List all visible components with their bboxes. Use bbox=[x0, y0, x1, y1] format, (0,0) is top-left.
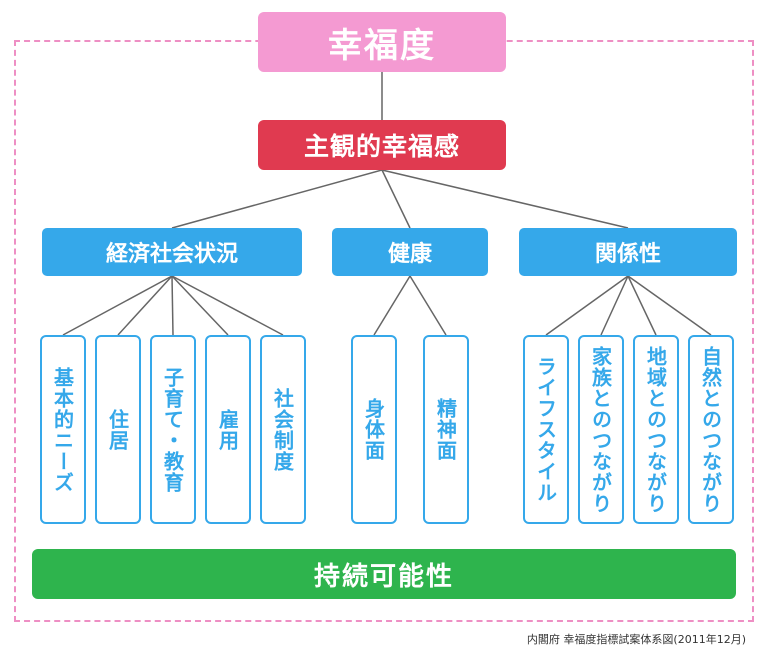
connector-economy-leaf5 bbox=[171, 275, 284, 336]
category-relations: 関係性 bbox=[519, 228, 737, 276]
category-health: 健康 bbox=[332, 228, 488, 276]
connector-relations-leaf1 bbox=[545, 275, 629, 336]
connector-subjective-relations bbox=[381, 169, 629, 229]
connector-relations-leaf4 bbox=[627, 275, 712, 336]
leaf-social-system: 社会制度 bbox=[260, 335, 306, 524]
connector-health-leaf2 bbox=[409, 275, 447, 336]
leaf-housing: 住居 bbox=[95, 335, 141, 524]
sustainability-bar: 持続可能性 bbox=[32, 549, 736, 599]
connector-economy-leaf1 bbox=[62, 275, 173, 336]
leaf-nature-ties: 自然とのつながり bbox=[688, 335, 734, 524]
connector-health-leaf1 bbox=[373, 275, 411, 336]
leaf-basic-needs: 基本的ニーズ bbox=[40, 335, 86, 524]
leaf-mental: 精神面 bbox=[423, 335, 469, 524]
connector-economy-leaf4 bbox=[171, 275, 229, 336]
connector-subjective-economy bbox=[171, 169, 383, 229]
happiness-title: 幸福度 bbox=[258, 12, 506, 72]
connector-relations-leaf2 bbox=[600, 275, 629, 336]
connector-relations-leaf3 bbox=[627, 275, 657, 336]
leaf-employment: 雇用 bbox=[205, 335, 251, 524]
connector-economy-leaf2 bbox=[117, 275, 173, 336]
subjective-wellbeing-box: 主観的幸福感 bbox=[258, 120, 506, 170]
leaf-childcare-education: 子育て・教育 bbox=[150, 335, 196, 524]
leaf-community-ties: 地域とのつながり bbox=[633, 335, 679, 524]
leaf-lifestyle: ライフスタイル bbox=[523, 335, 569, 524]
leaf-family-ties: 家族とのつながり bbox=[578, 335, 624, 524]
connector-economy-leaf3 bbox=[171, 275, 174, 336]
category-economy: 経済社会状況 bbox=[42, 228, 302, 276]
leaf-physical: 身体面 bbox=[351, 335, 397, 524]
connector-subjective-health bbox=[381, 169, 411, 229]
source-caption: 内閣府 幸福度指標試案体系図(2011年12月) bbox=[526, 633, 746, 646]
